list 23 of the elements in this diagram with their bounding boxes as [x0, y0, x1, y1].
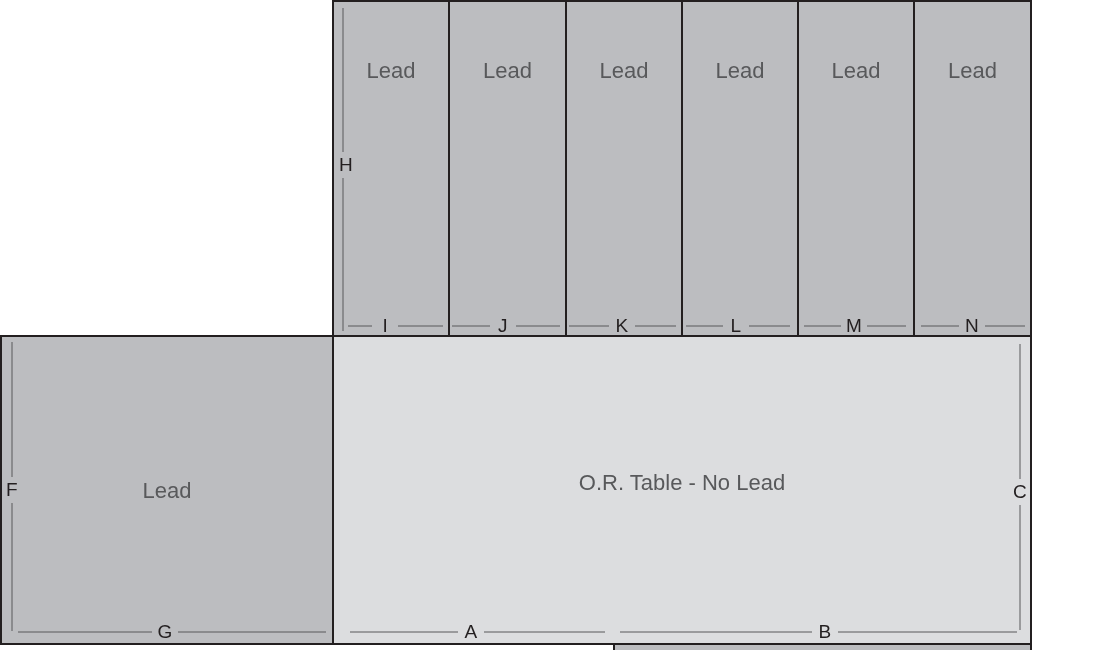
table-area: [332, 335, 1032, 645]
area-label: Lead: [948, 58, 997, 84]
area-label: O.R. Table - No Lead: [578, 470, 786, 496]
dimension-label: L: [730, 316, 742, 336]
area-label: Lead: [831, 58, 881, 84]
dimension-label: I: [382, 316, 388, 336]
area-label: Lead: [366, 58, 416, 84]
area-label: Lead: [715, 58, 765, 84]
panel: [613, 643, 1032, 650]
area-label: Lead: [599, 58, 649, 84]
dimension-label: N: [965, 316, 979, 336]
dimension-label: A: [464, 622, 478, 642]
lead-panel: [0, 335, 334, 645]
dimension-label: F: [6, 480, 18, 500]
area-label: Lead: [142, 478, 192, 504]
area-label: Lead: [483, 58, 532, 84]
dimension-label: B: [818, 622, 832, 642]
dimension-label: C: [1013, 482, 1027, 502]
dimension-label: H: [339, 155, 353, 175]
dimension-label: K: [615, 316, 629, 336]
dimension-label: J: [498, 316, 508, 336]
dimension-label: G: [157, 622, 173, 642]
dimension-label: M: [846, 316, 862, 336]
